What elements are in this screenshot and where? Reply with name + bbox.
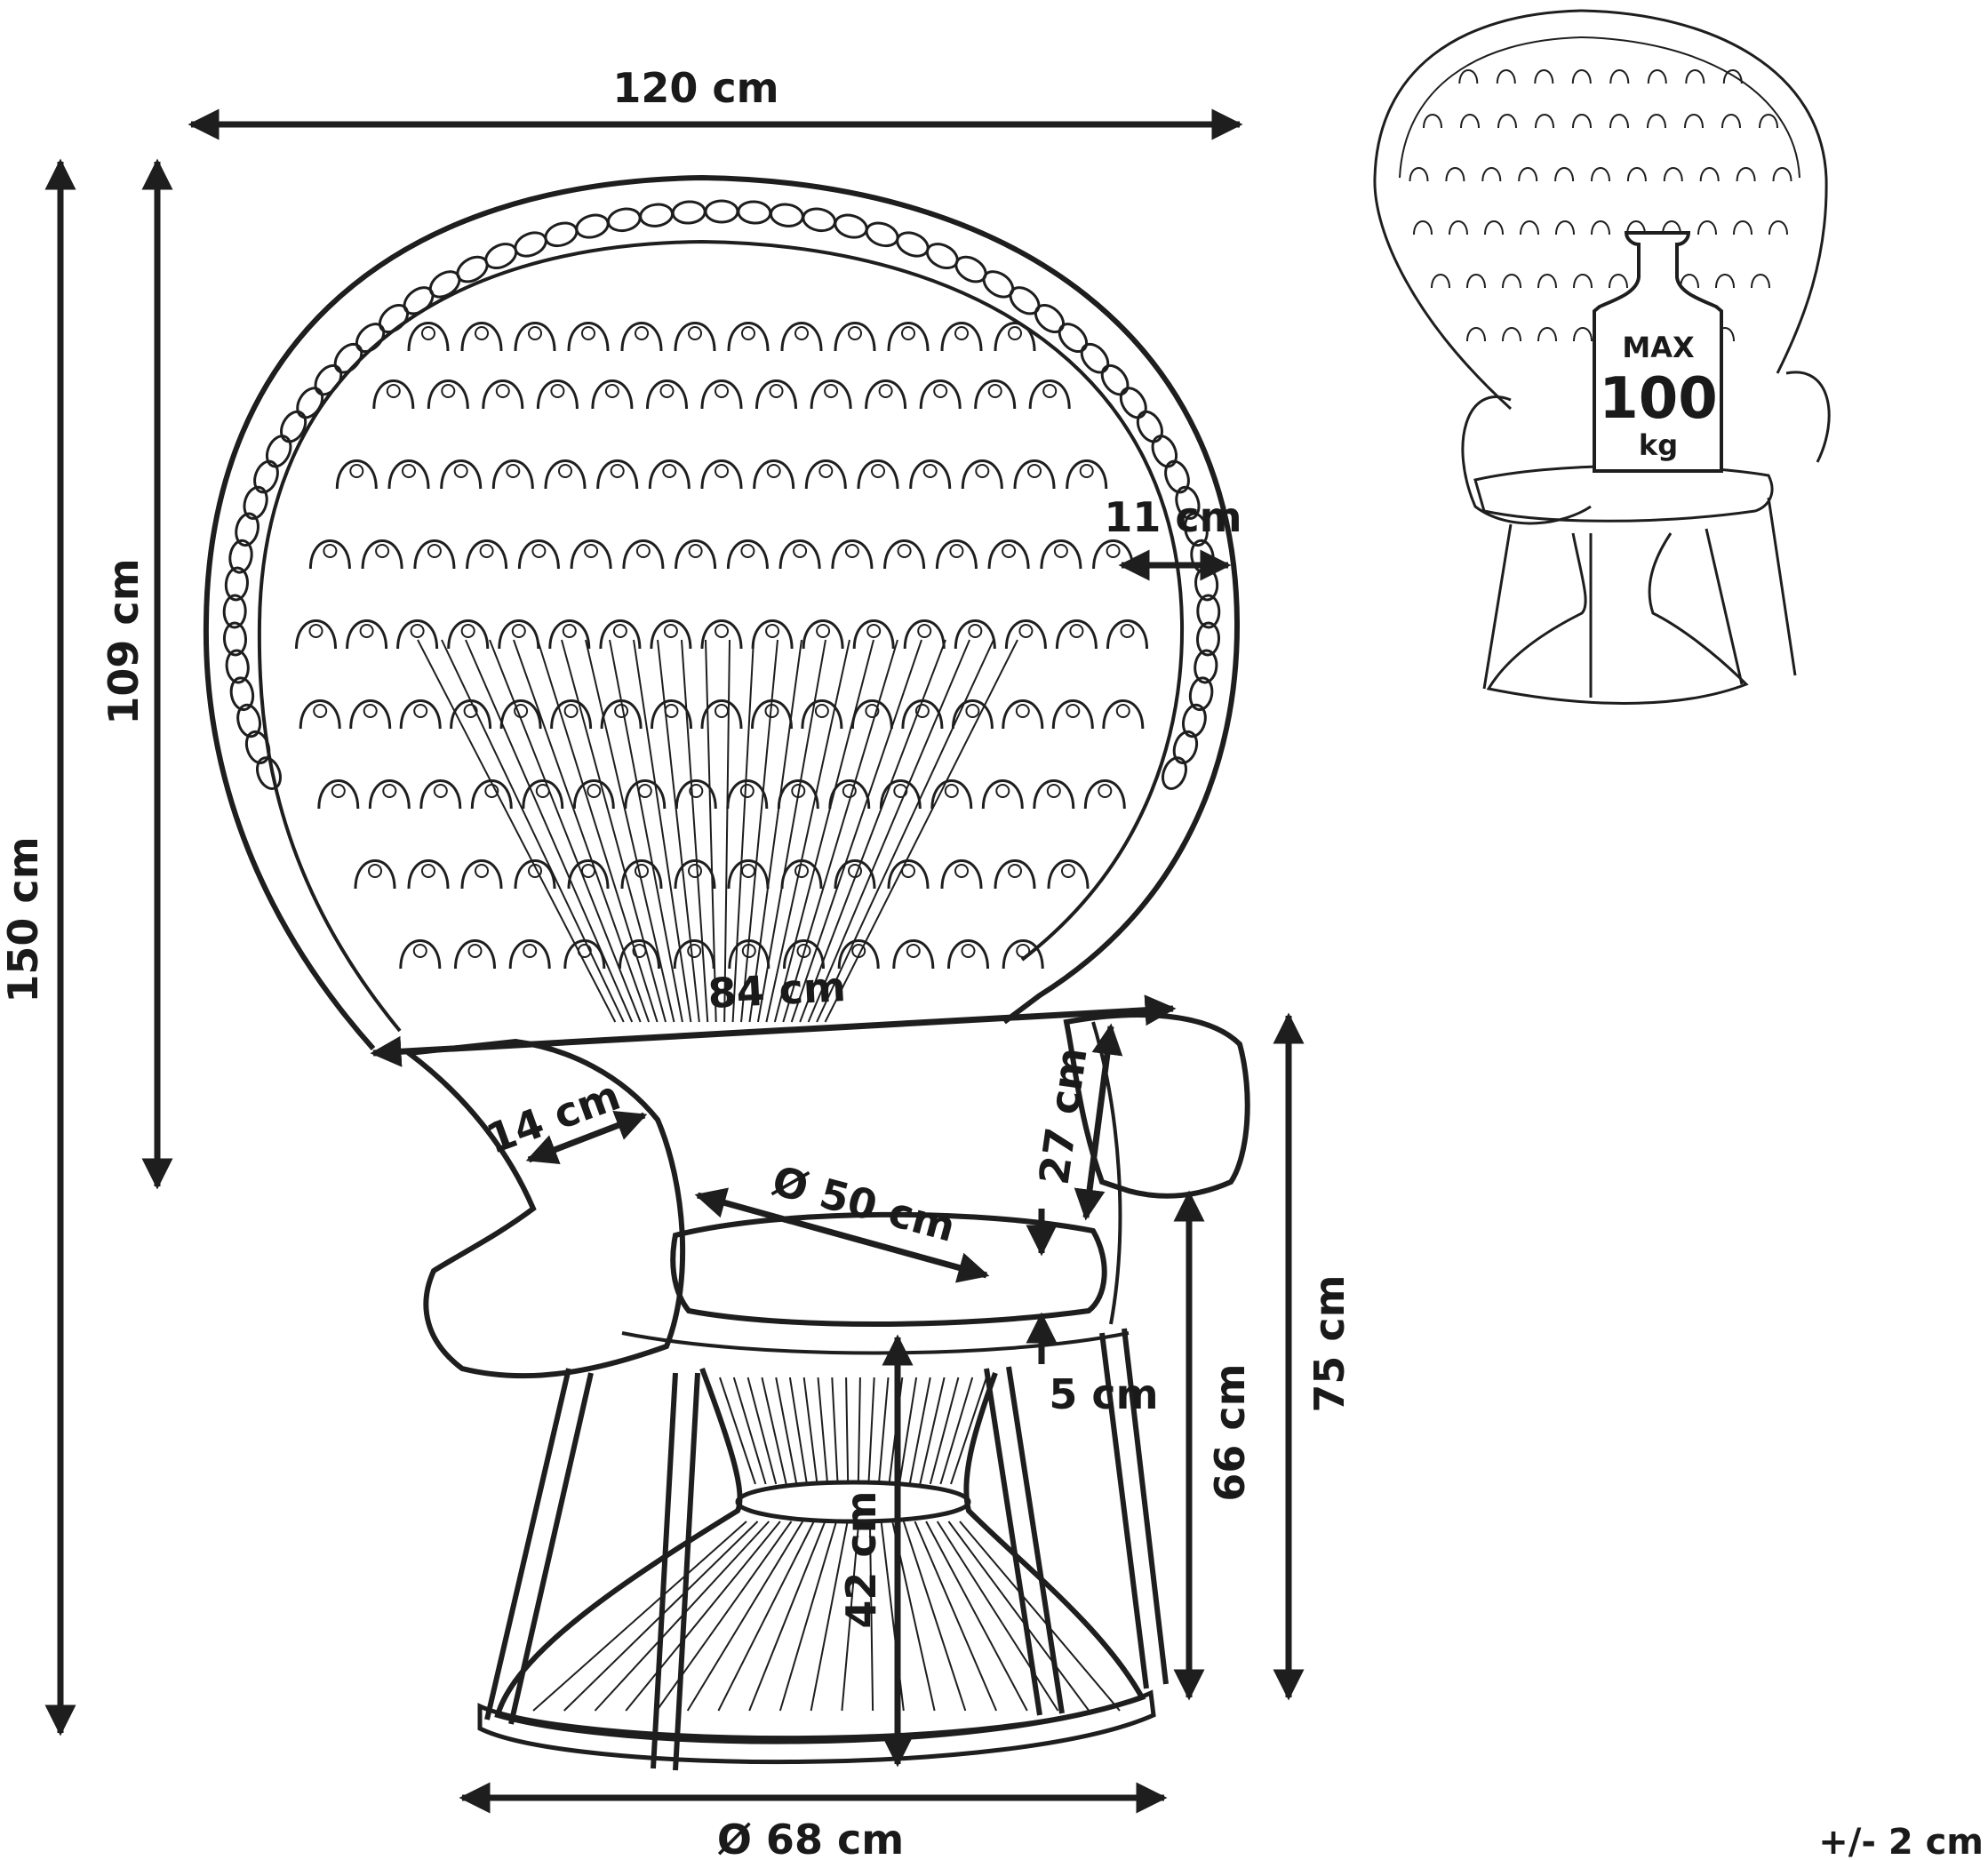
seat-rim — [621, 1331, 1130, 1355]
label-seat-diameter: Ø 50 cm — [768, 1156, 961, 1251]
left-armrest — [402, 1038, 686, 1379]
label-base-height: 42 cm — [837, 1490, 885, 1628]
base-waist-ring — [735, 1480, 971, 1524]
label-seat-height: 66 cm — [1206, 1363, 1254, 1501]
inner-84-line — [370, 994, 1177, 1067]
weight-icon — [1593, 231, 1723, 473]
thumb-seat — [1473, 464, 1774, 523]
label-cushion-thickness: 5 cm — [1049, 1370, 1158, 1418]
thumb-backrest — [1373, 9, 1828, 411]
label-backrest-height: 109 cm — [100, 558, 148, 724]
chair-legs — [484, 1328, 1169, 1771]
label-tolerance: +/- 2 cm — [1818, 1822, 1984, 1860]
label-inner-width: 84 cm — [707, 962, 847, 1018]
fan-weave-pattern — [295, 322, 1148, 1023]
max-load-unit: kg — [1639, 428, 1678, 462]
max-load-value: 100 — [1599, 366, 1718, 432]
label-base-diameter: Ø 68 cm — [717, 1816, 904, 1860]
max-load-label: MAX — [1622, 331, 1695, 364]
base-bottom-ring — [477, 1689, 1156, 1765]
dimension-lines — [44, 108, 1305, 1814]
backrest-27-line — [1074, 1023, 1123, 1221]
thumb-legs-base — [1482, 497, 1797, 705]
hourglass-base — [494, 1367, 1146, 1744]
max-load-thumbnail: MAX 100 kg — [1373, 9, 1831, 705]
label-backrest-above-seat: 27 cm — [1030, 1044, 1097, 1187]
label-overall-width: 120 cm — [612, 64, 778, 112]
label-rim-width: 11 cm — [1104, 493, 1242, 541]
armrest-14-line — [525, 1110, 648, 1165]
seat-diameter-line — [694, 1187, 990, 1283]
braided-rim — [222, 199, 1221, 790]
label-armrest-height: 75 cm — [1305, 1274, 1353, 1412]
backrest-outline — [203, 174, 1241, 1050]
label-overall-height: 150 cm — [0, 836, 47, 1002]
backrest-inner-rim — [257, 239, 1185, 1033]
